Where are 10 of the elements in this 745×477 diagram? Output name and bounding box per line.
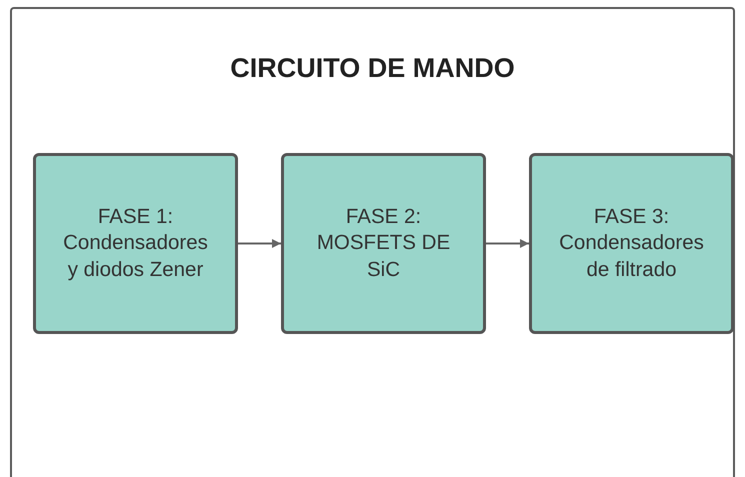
arrow (486, 239, 529, 248)
process-box (33, 153, 238, 334)
process-box (529, 153, 734, 334)
step-label: FASE 2: MOSFETS DE SiC (316, 204, 452, 283)
step-label: FASE 1: Condensadores y diodos Zener (62, 204, 209, 283)
step-label: FASE 3: Condensadores de filtrado (558, 204, 705, 283)
process-box (281, 153, 486, 334)
frame-box (10, 7, 735, 477)
arrow (238, 239, 281, 248)
frame-heading: CIRCUITO DE MANDO (229, 53, 516, 84)
